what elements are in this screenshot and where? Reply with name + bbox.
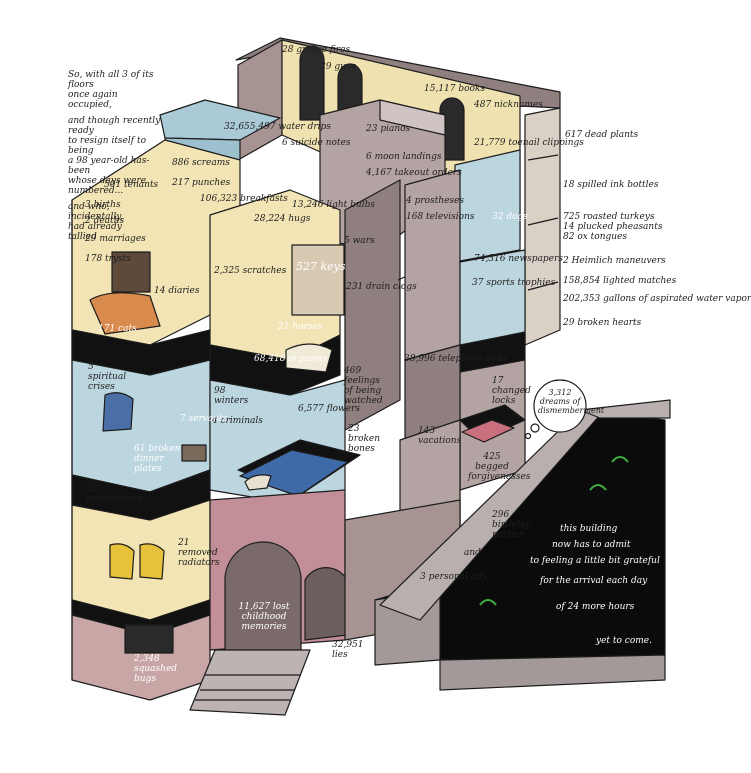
tally-orgasms: 68,418 orgasms — [254, 354, 327, 364]
tally-childhood-memories: 11,627 lost childhood memories — [238, 602, 290, 632]
tally-tenants: 501 tenants — [104, 180, 159, 190]
tally-changed-locks: 17 changed locks — [492, 376, 531, 406]
tally-forgiveness: 425 begged forgivenesses — [468, 452, 531, 482]
tally-guns: 39 guns — [320, 62, 357, 72]
interior-stair-wall — [344, 179, 401, 431]
tally-broken-bones: 23 broken bones — [348, 424, 381, 454]
tally-hugs: 28,224 hugs — [254, 214, 311, 224]
thought-bubble — [533, 379, 587, 433]
tally-prostheses: 4 prostheses — [406, 196, 464, 206]
tally-and: and — [464, 548, 481, 558]
top-right-room-wall — [454, 149, 521, 263]
tally-light-bulbs: 13,246 light bulbs — [292, 200, 375, 210]
tally-matches: 158,854 lighted matches — [563, 276, 677, 286]
tally-flowers: 6,577 flowers — [298, 404, 360, 414]
intro-line: to resign itself to being — [68, 136, 146, 156]
tally-wars: 5 wars — [344, 236, 375, 246]
tally-books: 15,117 books — [424, 84, 486, 94]
tally-births: 3 births — [85, 200, 121, 210]
bathroom-floor — [159, 99, 281, 141]
tally-water-vapor: 202,353 gallons of aspirated water vapor — [563, 294, 751, 304]
closing-line: to feeling a little bit grateful — [530, 556, 660, 566]
tally-birthday-parties: 296 birthday parties — [492, 510, 531, 540]
tally-televisions: 168 televisions — [406, 212, 475, 222]
tally-dismemberment: 3,312 dreams of dismemberment — [538, 388, 605, 415]
tally-being-watched: 469 feelings of being watched — [344, 366, 383, 406]
tally-cats: 171 cats — [98, 324, 137, 334]
tally-criminals: 4 criminals — [212, 416, 263, 426]
tally-moon-landings: 6 moon landings — [366, 152, 442, 162]
tally-toenail-clippings: 21,779 toenail clippings — [474, 138, 584, 148]
tally-pianos: 23 pianos — [366, 124, 411, 134]
tally-sports-trophies: 37 sports trophies — [472, 278, 556, 288]
tally-drain-clogs: 231 drain clogs — [346, 282, 417, 292]
tally-nicknames: 487 nicknames — [474, 100, 543, 110]
closing-line: this building — [560, 524, 618, 534]
closing-line: now has to admit — [552, 540, 631, 550]
tally-broken-hearts: 29 broken hearts — [563, 318, 642, 328]
tally-diaries: 14 diaries — [154, 286, 200, 296]
tally-ox-tongues: 82 ox tongues — [563, 232, 628, 242]
tally-suicide-notes: 6 suicide notes — [282, 138, 351, 148]
closing-line: of 24 more hours — [556, 602, 635, 612]
tally-pheasants: 14 plucked pheasants — [563, 222, 663, 232]
intro-line: once again occupied, — [68, 90, 118, 110]
front-stairs — [189, 649, 311, 716]
tally-telephone-calls: 38,996 telephone calls — [404, 354, 508, 364]
tally-takeout-orders: 4,167 takeout orders — [366, 168, 462, 178]
tally-vacations: 143 vacations — [418, 426, 462, 446]
tally-screams: 886 screams — [172, 158, 230, 168]
tally-pregnancies: 22 pregnancies — [86, 484, 142, 504]
tally-grease-fires: 28 grease fires — [282, 45, 351, 55]
armchair — [102, 392, 134, 432]
closing-line: yet to come. — [596, 636, 652, 646]
entry-arch — [224, 541, 302, 651]
tally-winters: 98 winters — [214, 386, 249, 406]
intro-line: had already — [68, 222, 122, 232]
keys-door — [291, 244, 345, 316]
tally-personal-ads: 3 personal ads — [420, 572, 487, 582]
intro-line: whose days were — [68, 176, 147, 186]
intro-line: numbered... — [68, 186, 124, 196]
intro-line: and who, — [68, 202, 110, 212]
arched-window-1 — [299, 45, 325, 121]
tally-breakfasts: 106,323 breakfasts — [200, 194, 288, 204]
closing-line: for the arrival each day — [540, 576, 648, 586]
tally-punches: 217 punches — [172, 178, 231, 188]
tally-radiators: 21 removed radiators — [178, 538, 220, 568]
tally-deaths: 2 deaths — [85, 216, 125, 226]
intro-line: So, with all 3 of its floors — [68, 70, 154, 90]
tally-marriages: 29 marriages — [85, 234, 146, 244]
tally-spiritual-crises: 5 spiritual crises — [88, 362, 127, 392]
tally-dogs: 32 dogs — [492, 212, 528, 222]
intro-narration: So, with all 3 of its floors once again … — [68, 70, 164, 242]
intro-line: incidentally, — [68, 212, 123, 222]
tally-trysts: 178 trysts — [85, 254, 131, 264]
tally-servants: 7 servants — [180, 414, 228, 424]
tally-squashed-bugs: 2,348 squashed bugs — [134, 654, 178, 684]
tally-water-drips: 32,655,497 water drips — [224, 122, 331, 132]
tally-ink-bottles: 18 spilled ink bottles — [563, 180, 659, 190]
tally-horses: 21 horses — [278, 322, 323, 332]
tally-lies: 32,951 lies — [332, 640, 364, 660]
intro-line: and though recently ready — [68, 116, 161, 136]
tally-keys: 527 keys — [296, 260, 346, 273]
tally-scratches: 2,325 scratches — [214, 266, 287, 276]
intro-line: a 98 year-old has-been — [68, 156, 150, 176]
arched-window-3 — [439, 97, 465, 161]
building-cutaway-illustration — [71, 37, 671, 716]
tally-newspapers: 74,316 newspapers — [474, 254, 563, 264]
tally-broken-plates: 61 broken dinner plates — [134, 444, 181, 474]
tally-dead-plants: 617 dead plants — [565, 130, 639, 140]
pink-bed — [461, 419, 515, 443]
intro-line: tallied — [68, 232, 97, 242]
tally-turkeys: 725 roasted turkeys — [563, 212, 655, 222]
fence-front — [439, 654, 666, 691]
yellow-armchair-1 — [109, 543, 135, 580]
tally-heimlich: 2 Heimlich maneuvers — [563, 256, 666, 266]
comic-page: So, with all 3 of its floors once again … — [68, 37, 751, 716]
